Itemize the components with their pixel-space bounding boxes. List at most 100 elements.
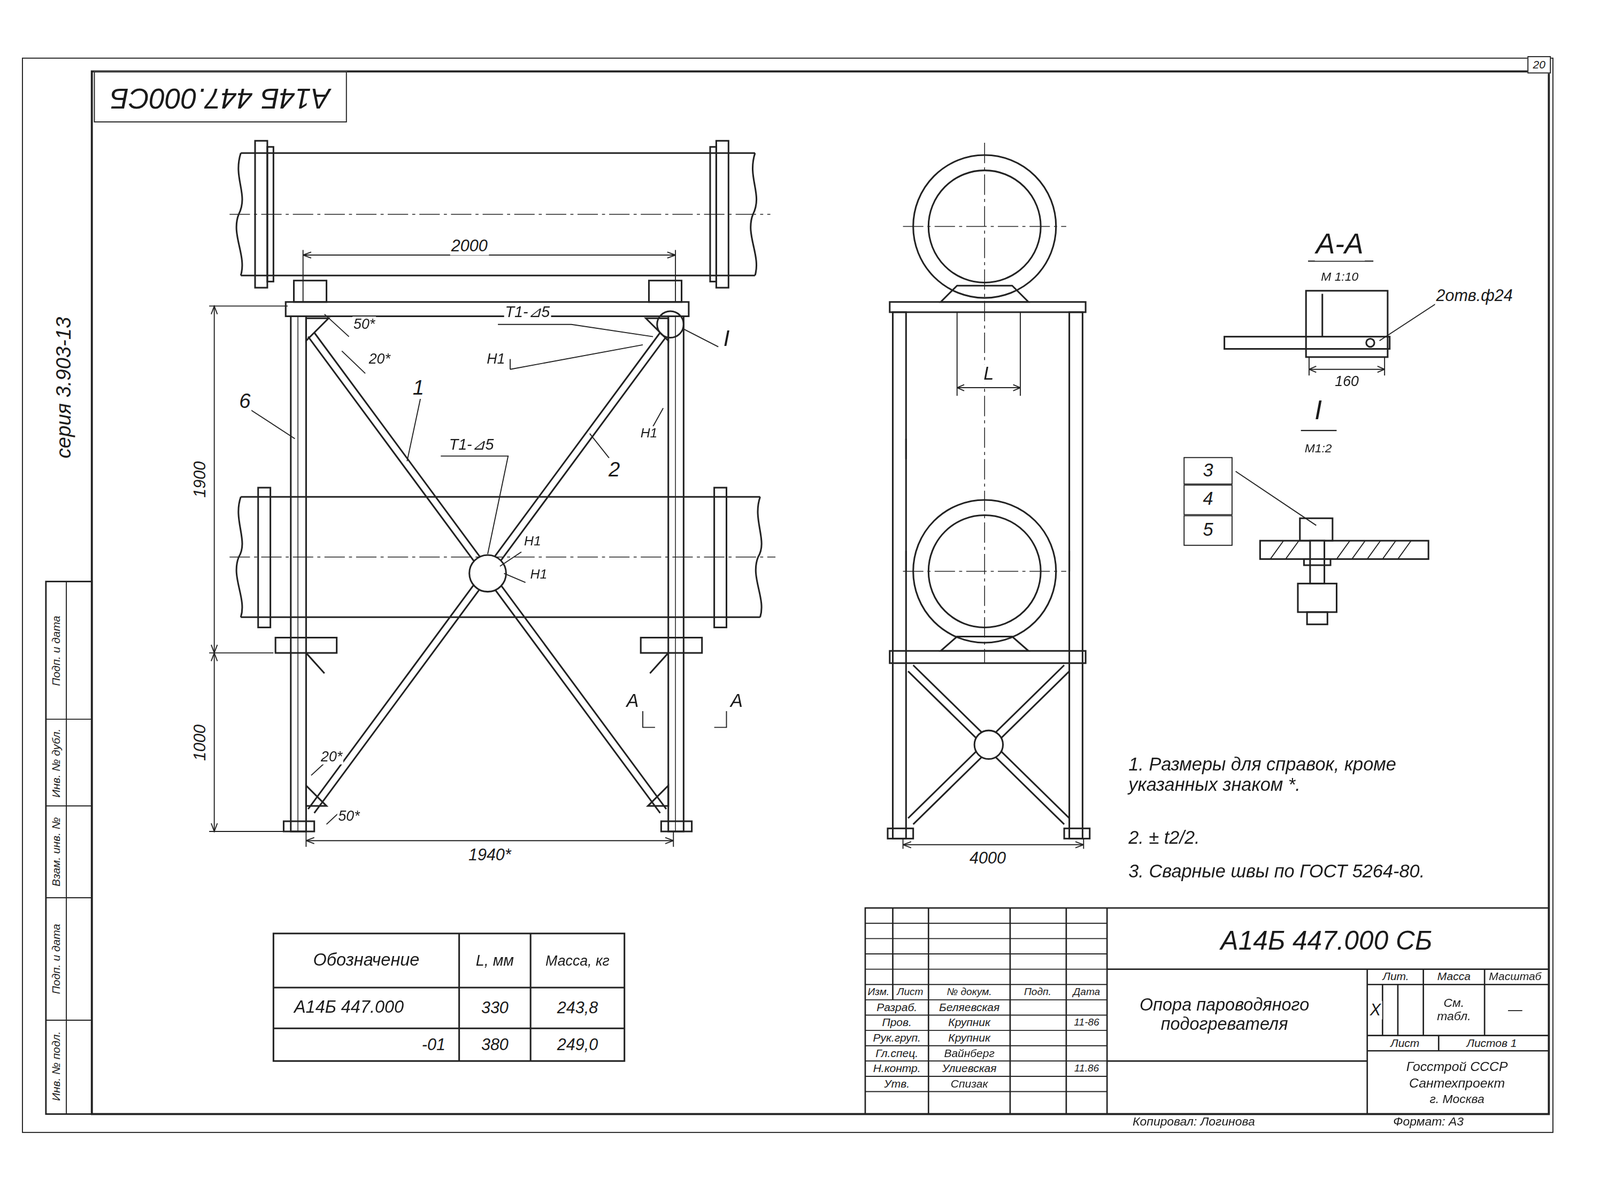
dimension: 1900 bbox=[190, 460, 210, 499]
title-block-date: 11.86 bbox=[1073, 1062, 1100, 1074]
leader-lines bbox=[250, 410, 295, 439]
copied-by: Копировал: Логинова bbox=[1131, 1115, 1256, 1129]
title-block-name: Спизак bbox=[949, 1077, 989, 1090]
table-cell: 243,8 bbox=[556, 998, 599, 1018]
section-a-a bbox=[1321, 294, 1323, 337]
main-view bbox=[308, 332, 667, 814]
dimension-lines bbox=[311, 314, 366, 825]
dimension-lines bbox=[957, 312, 1021, 396]
detail-mark: I bbox=[722, 326, 732, 351]
side-view bbox=[1064, 828, 1090, 839]
organization: Сантехпроект bbox=[1408, 1076, 1506, 1091]
section-a-a bbox=[1305, 290, 1388, 358]
section-a-a bbox=[1224, 336, 1390, 350]
sheet-frame bbox=[45, 1019, 92, 1021]
main-view bbox=[285, 302, 689, 317]
title-block-header: № докум. bbox=[945, 986, 994, 998]
title-block-cell: См. табл. bbox=[1425, 996, 1484, 1024]
main-view bbox=[305, 652, 668, 674]
main-view bbox=[657, 311, 684, 338]
dimension: 20* bbox=[367, 351, 392, 367]
node-text: 20 bbox=[1533, 58, 1546, 72]
series-number: серия 3.903-13 bbox=[51, 316, 75, 460]
side-view bbox=[940, 636, 1029, 652]
node-text: 3 bbox=[1203, 460, 1214, 482]
title-block-name: Беляевская bbox=[937, 1001, 1001, 1014]
weld-symbol: Т1-⊿5 bbox=[448, 436, 495, 453]
table-cell: А14Б 447.000 bbox=[293, 998, 405, 1018]
title-block-header: Изм. bbox=[866, 986, 891, 998]
title-block-name: Вайнберг bbox=[942, 1047, 996, 1060]
stamp-field: Взам. инв. № bbox=[49, 816, 63, 888]
main-view bbox=[648, 280, 682, 303]
dimension-lines bbox=[209, 305, 288, 832]
section-mark: А bbox=[625, 691, 641, 713]
dimension-lines bbox=[903, 838, 1084, 849]
note: 2. ± t2/2. bbox=[1127, 828, 1201, 849]
side-view bbox=[974, 730, 1003, 759]
dimension-lines bbox=[305, 837, 674, 844]
side-view bbox=[893, 312, 907, 840]
side-view bbox=[905, 438, 1069, 572]
dimension: 160 bbox=[1333, 373, 1360, 390]
title-block-role: Разраб. bbox=[875, 1001, 919, 1014]
side-view bbox=[908, 665, 1069, 825]
title-block-header: Подп. bbox=[1022, 986, 1053, 998]
main-view bbox=[469, 555, 507, 592]
node-text: 4 bbox=[1203, 489, 1214, 511]
title-block bbox=[1106, 969, 1549, 1115]
node-text: 5 bbox=[1203, 520, 1214, 541]
title-block-header: Масса bbox=[1436, 970, 1472, 983]
stamp-field: Инв. № подл. bbox=[49, 1030, 63, 1103]
side-view bbox=[903, 571, 1067, 573]
title-block-cell: Листов 1 bbox=[1465, 1036, 1519, 1049]
callout-number: 2 bbox=[607, 458, 621, 481]
detail-i bbox=[1259, 540, 1429, 559]
organization: Госстрой СССР bbox=[1405, 1059, 1509, 1075]
title-block-header: Лит. bbox=[1381, 970, 1411, 983]
drawing-number-stamp: А14Б 447.000СБ bbox=[94, 71, 348, 123]
table-cell: -01 bbox=[420, 1035, 447, 1055]
section-a-a bbox=[1366, 338, 1375, 347]
detail-i bbox=[1303, 559, 1331, 566]
title-block-role: Утв. bbox=[882, 1077, 911, 1090]
leader-lines bbox=[642, 711, 727, 728]
table-header: Масса, кг bbox=[544, 953, 611, 969]
dimension-lines bbox=[903, 312, 1084, 850]
callout-number: 5 bbox=[1183, 515, 1233, 546]
node-text: А14Б 447.000СБ bbox=[110, 81, 331, 113]
side-view bbox=[889, 650, 1086, 664]
detail-title: I bbox=[1313, 395, 1323, 426]
leader-lines bbox=[589, 433, 610, 459]
dimension-lines bbox=[303, 249, 676, 302]
title-block-role: Пров. bbox=[881, 1016, 913, 1029]
leader-lines bbox=[1235, 471, 1317, 526]
title-block bbox=[893, 908, 1108, 1114]
table-cell: 330 bbox=[480, 998, 510, 1018]
main-view bbox=[308, 332, 667, 814]
dimension-lines bbox=[957, 384, 1021, 391]
side-view bbox=[889, 302, 1086, 313]
main-view bbox=[668, 316, 684, 832]
callout-number: 3 bbox=[1183, 457, 1233, 486]
sheet-frame bbox=[22, 58, 1553, 1133]
title-block-cell: Лист bbox=[1389, 1036, 1421, 1049]
sheet-frame bbox=[45, 718, 92, 720]
section-a-a bbox=[1308, 260, 1374, 262]
note: 1. Размеры для справок, кроме указанных … bbox=[1127, 755, 1456, 796]
stamp-field: Подп. и дата bbox=[49, 922, 63, 996]
table-grid bbox=[273, 933, 625, 1062]
detail-i bbox=[1301, 429, 1337, 432]
main-view bbox=[297, 316, 299, 832]
sheet-number-box: 20 bbox=[1527, 56, 1551, 74]
title-block bbox=[865, 923, 1107, 1092]
side-view bbox=[887, 828, 914, 839]
leader-lines bbox=[682, 328, 719, 347]
side-view bbox=[940, 285, 1029, 303]
main-view bbox=[229, 213, 771, 215]
dimension: L bbox=[982, 364, 995, 385]
main-view bbox=[305, 785, 668, 806]
weld-symbol: Т1-⊿5 bbox=[504, 303, 551, 321]
